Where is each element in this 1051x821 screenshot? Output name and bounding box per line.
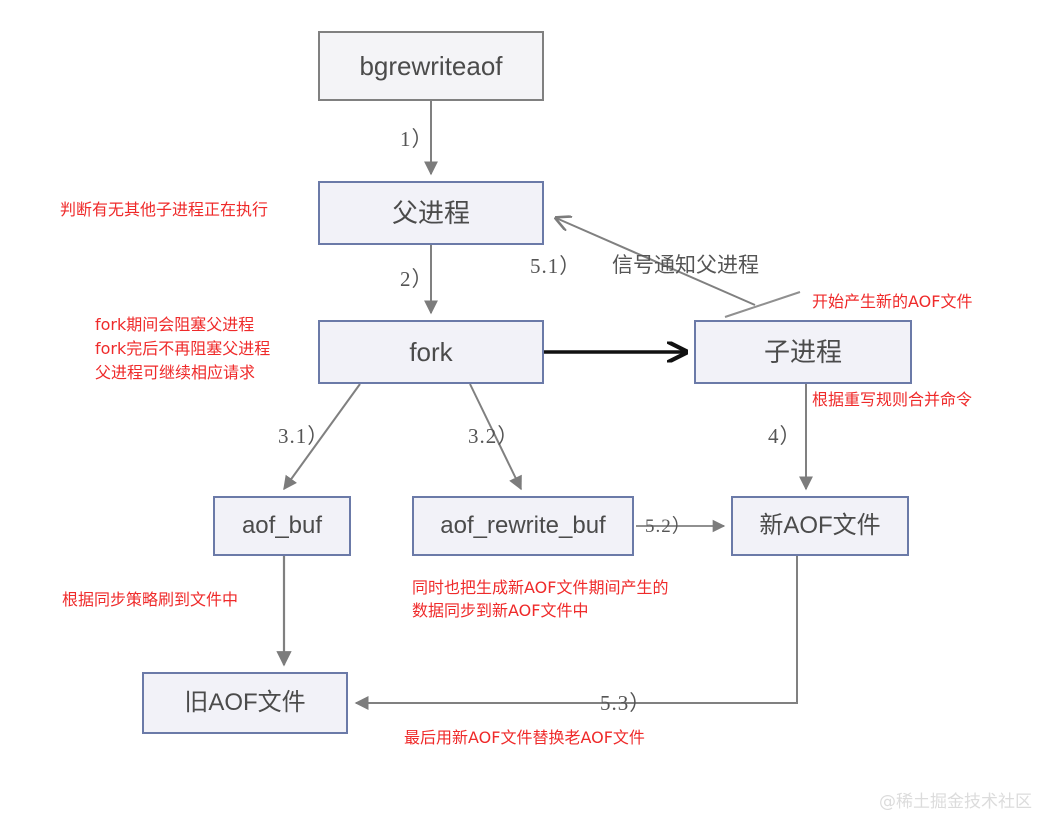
edge-label-step-5-3: 5.3） [600,691,652,715]
node-parent-process[interactable]: 父进程 [318,181,544,245]
edge-label-signal-parent: 信号通知父进程 [612,253,759,277]
annotation-merge-by-rewrite-rules: 根据重写规则合并命令 [812,390,973,409]
annotation-flush-by-sync-policy: 根据同步策略刷到文件中 [62,590,239,609]
edge-label-step-3-1: 3.1） [278,424,330,448]
annotation-start-new-aof: 开始产生新的AOF文件 [812,292,973,311]
node-bgrewriteaof[interactable]: bgrewriteaof [318,31,544,101]
node-aof-rewrite-buf[interactable]: aof_rewrite_buf [412,496,634,556]
edge-label-step-1: 1） [400,127,434,151]
edge-label-step-4: 4） [768,424,802,448]
node-aof-rewrite-buf-label: aof_rewrite_buf [440,511,606,539]
node-bgrewriteaof-label: bgrewriteaof [359,50,503,81]
node-new-aof-file[interactable]: 新AOF文件 [731,496,909,556]
node-aof-buf[interactable]: aof_buf [213,496,351,556]
annotation-check-other-child-process: 判断有无其他子进程正在执行 [60,200,269,219]
edge-label-step-5-2: 5.2） [645,516,692,537]
node-fork[interactable]: fork [318,320,544,384]
node-child-process[interactable]: 子进程 [694,320,912,384]
edge-label-step-5-1: 5.1） [530,254,582,278]
node-child-process-label: 子进程 [763,336,842,367]
node-aof-buf-label: aof_buf [241,511,323,539]
node-old-aof-file-label: 旧AOF文件 [184,688,306,716]
node-old-aof-file[interactable]: 旧AOF文件 [142,672,348,734]
node-fork-label: fork [409,336,453,367]
annotation-fork-blocking-note: fork期间会阻塞父进程 fork完后不再阻塞父进程 父进程可继续相应请求 [95,315,271,382]
watermark: @稀土掘金技术社区 [879,792,1032,812]
node-new-aof-file-label: 新AOF文件 [759,511,881,539]
edge-label-step-2: 2） [400,267,434,291]
annotation-sync-during-rewrite: 同时也把生成新AOF文件期间产生的 数据同步到新AOF文件中 [412,578,669,621]
annotation-replace-old-aof: 最后用新AOF文件替换老AOF文件 [404,728,645,747]
node-parent-process-label: 父进程 [391,197,470,228]
edge-label-step-3-2: 3.2） [468,424,520,448]
